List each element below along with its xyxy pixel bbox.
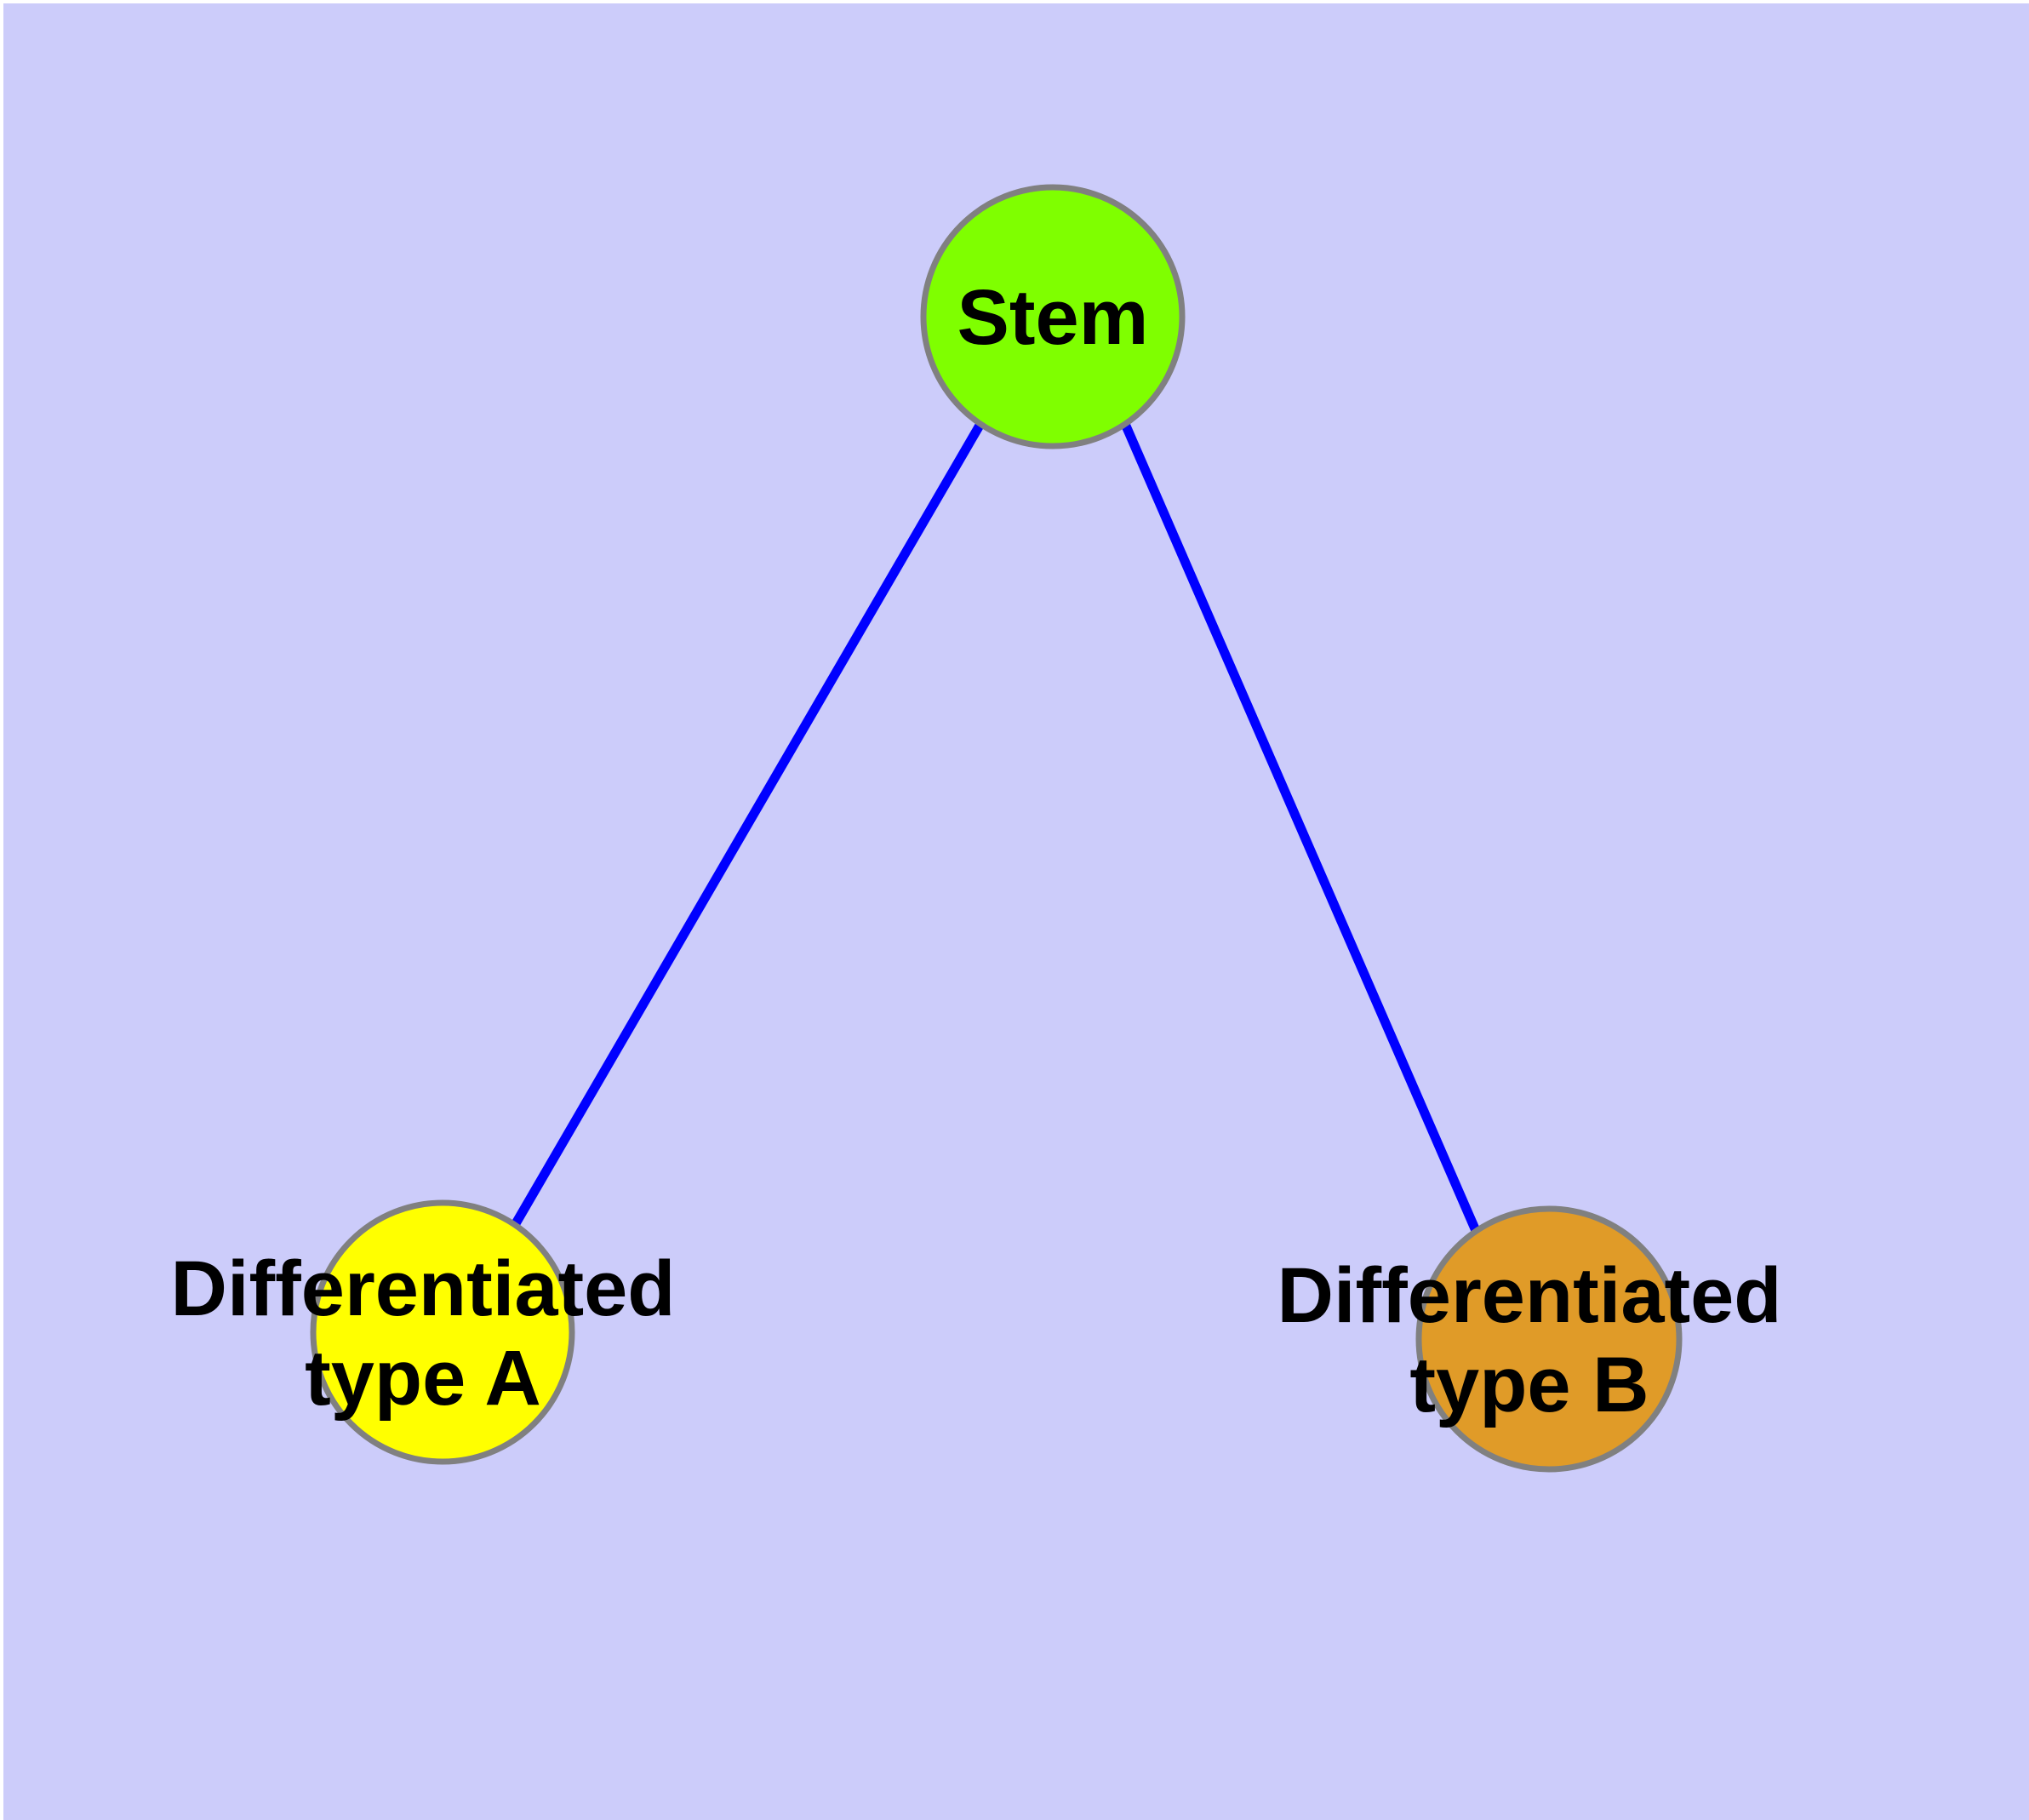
node-label-stem: Stem	[957, 274, 1149, 361]
node-label-line: Differentiated	[1277, 1252, 1782, 1339]
node-diff_b[interactable]	[1415, 1205, 1683, 1473]
edges-layer	[511, 421, 1482, 1235]
node-label-line: type B	[1409, 1342, 1649, 1428]
node-stem[interactable]	[920, 184, 1186, 449]
node-label-line: Stem	[957, 274, 1149, 361]
nodes-layer	[310, 184, 1683, 1473]
node-diff_a[interactable]	[310, 1199, 575, 1465]
node-label-line: type A	[305, 1335, 541, 1422]
node-label-line: Differentiated	[171, 1245, 676, 1332]
edge-stem-diff_a[interactable]	[511, 421, 985, 1228]
edge-stem-diff_b[interactable]	[1120, 421, 1482, 1235]
